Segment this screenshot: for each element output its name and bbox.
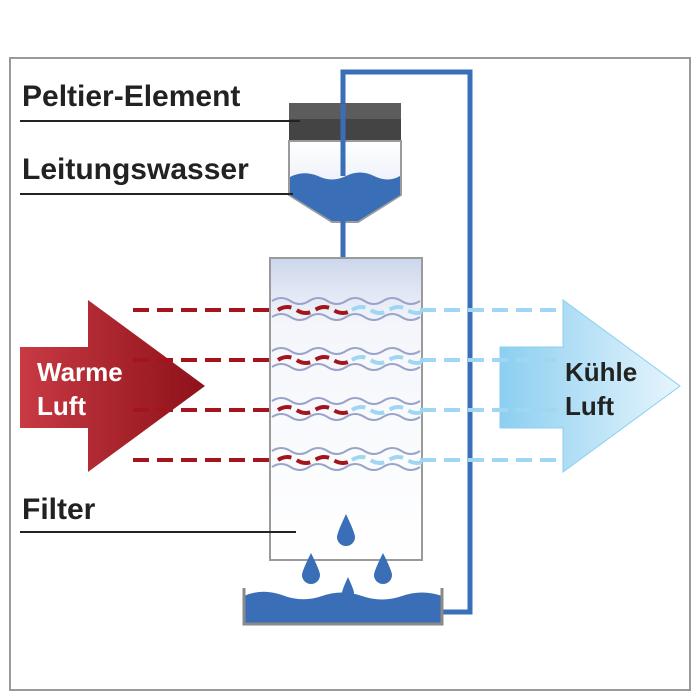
warm-air-in-filter [276,305,354,315]
cool-air-in-filter [350,355,428,365]
filter-membrane-wave [271,463,421,471]
filter-membrane-wave [271,413,421,421]
water-drop [302,553,320,584]
tap-water-label: Leitungswasser [22,153,249,186]
filter-membrane-wave [271,347,421,355]
warm-air-arrow: Warme Luft [20,300,205,472]
cool-air-in-filter [350,305,428,315]
cool-air-label-2: Luft [565,391,614,421]
cool-air-label-1: Kühle [565,357,637,387]
water-funnel [288,140,402,223]
filter-label: Filter [22,493,96,526]
warm-air-in-filter [276,455,354,465]
filter-membrane-wave [271,363,421,371]
filter-membrane-wave [271,313,421,321]
warm-air-in-filter [276,355,354,365]
filter-membrane-wave [271,447,421,455]
warm-air-in-filter [276,405,354,415]
airflow-layers [133,297,560,471]
filter-membrane-wave [271,297,421,305]
frame-border [9,57,691,691]
funnel-water [290,172,400,221]
peltier-element-label: Peltier-Element [22,80,240,113]
return-water-pipe [340,69,473,615]
cool-air-in-filter [350,405,428,415]
filter-membrane-wave [271,397,421,405]
water-drop [337,514,355,546]
collection-tray [242,588,444,626]
cool-air-arrow: Kühle Luft [499,299,681,473]
water-drop [374,553,392,584]
warm-air-label-1: Warme [37,357,123,387]
cool-air-in-filter [350,455,428,465]
warm-air-label-2: Luft [37,391,86,421]
